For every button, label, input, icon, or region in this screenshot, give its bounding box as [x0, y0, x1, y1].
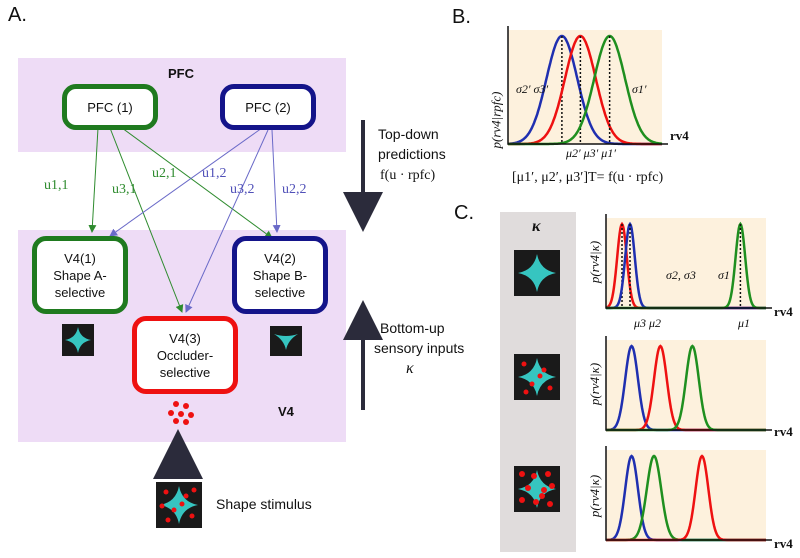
v4-label: V4 — [278, 404, 294, 419]
arrow-u21 — [117, 124, 273, 239]
pfc2-label: PFC (2) — [245, 99, 291, 115]
v4-2-title: V4(2) — [264, 250, 296, 266]
chart-c2 — [605, 336, 772, 432]
panel-label-c: C. — [454, 202, 474, 224]
chart-c3 — [605, 446, 772, 542]
v4-1-node: V4(1) Shape A- selective — [32, 236, 128, 314]
kappa-stimulus-1-icon — [514, 250, 560, 296]
chart-c1 — [605, 214, 772, 310]
weight-u21: u2,1 — [152, 166, 177, 181]
bottomup-kappa: κ — [406, 360, 414, 377]
arrow-u31 — [109, 127, 184, 313]
v4-3-desc1: Occluder- — [156, 347, 214, 363]
chart-b-xlabel: rv4 — [670, 128, 689, 143]
chart-b-mu: μ2′ μ3′ μ1′ — [566, 146, 616, 160]
bottomup-line2: sensory inputs — [374, 340, 465, 356]
arrow-u22 — [271, 129, 281, 233]
weight-u31: u3,1 — [112, 182, 137, 197]
v4-2-desc1: Shape B- — [252, 267, 308, 283]
chartC3-plot-bg — [606, 450, 766, 540]
weight-u32: u3,2 — [230, 182, 255, 197]
chart-c2-ylabel: p(rv4|κ) — [587, 362, 603, 406]
occluder-dots-icon — [168, 401, 194, 425]
pfc2-node: PFC (2) — [220, 84, 316, 130]
topdown-line1: Top-down — [378, 126, 439, 142]
chart-c1-mu-right: μ1 — [738, 316, 751, 330]
arrow-u32 — [185, 129, 269, 313]
chart-c1-sigma-left: σ2, σ3 — [666, 268, 696, 282]
v4-3-desc2: selective — [159, 364, 211, 380]
weight-u12: u1,2 — [202, 166, 227, 181]
shape-a-icon — [62, 324, 94, 356]
weight-u11: u1,1 — [44, 178, 69, 193]
chartC3-axes — [605, 446, 772, 541]
pfc1-label: PFC (1) — [87, 99, 133, 115]
stimulus-label: Shape stimulus — [216, 496, 312, 512]
chartC2-axes — [605, 336, 772, 431]
chart-b-ylabel: p(rv4|rpfc) — [488, 91, 504, 149]
v4-2-node: V4(2) Shape B- selective — [232, 236, 328, 314]
chart-b-sigma-right: σ1′ — [632, 82, 647, 96]
chart-c1-xlabel: rv4 — [774, 304, 793, 319]
chart-c2-xlabel: rv4 — [774, 424, 793, 439]
chart-c1-ylabel: p(rv4|κ) — [587, 240, 603, 284]
panel-label-b: B. — [452, 6, 471, 28]
panel-label-a: A. — [8, 4, 27, 26]
kappa-label: κ — [532, 218, 541, 235]
shape-b-icon — [270, 326, 302, 356]
pfc1-node: PFC (1) — [62, 84, 158, 130]
chart-c1-mu-left: μ3 μ2 — [634, 316, 662, 330]
v4-3-node: V4(3) Occluder- selective — [132, 316, 238, 394]
kappa-stimulus-3-icon — [514, 466, 560, 512]
arrow-u12 — [109, 127, 263, 237]
chart-b — [507, 26, 668, 146]
v4-1-title: V4(1) — [64, 250, 96, 266]
chart-c3-xlabel: rv4 — [774, 536, 793, 551]
topdown-formula: f(u · rpfc) — [380, 168, 436, 183]
chart-c3-ylabel: p(rv4|κ) — [587, 474, 603, 518]
v4-1-desc2: selective — [54, 284, 106, 300]
chartB-axes — [507, 26, 668, 145]
chart-b-sigma-left: σ2′ σ3′ — [516, 82, 549, 96]
shape-stimulus-icon — [156, 482, 202, 528]
v4-3-title: V4(3) — [169, 330, 201, 346]
chart-b-equation: [μ1′, μ2′, μ3′]T= f(u · rpfc) — [512, 170, 664, 185]
pfc-label: PFC — [168, 66, 194, 81]
bottomup-line1: Bottom-up — [380, 320, 445, 336]
chartC1-axes — [605, 214, 772, 309]
v4-1-desc1: Shape A- — [53, 267, 107, 283]
kappa-stimulus-2-icon — [514, 354, 560, 400]
topdown-line2: predictions — [378, 146, 446, 162]
arrow-u11 — [88, 127, 99, 233]
weight-u22: u2,2 — [282, 182, 307, 197]
v4-2-desc2: selective — [254, 284, 306, 300]
chart-c1-sigma-right: σ1 — [718, 268, 730, 282]
